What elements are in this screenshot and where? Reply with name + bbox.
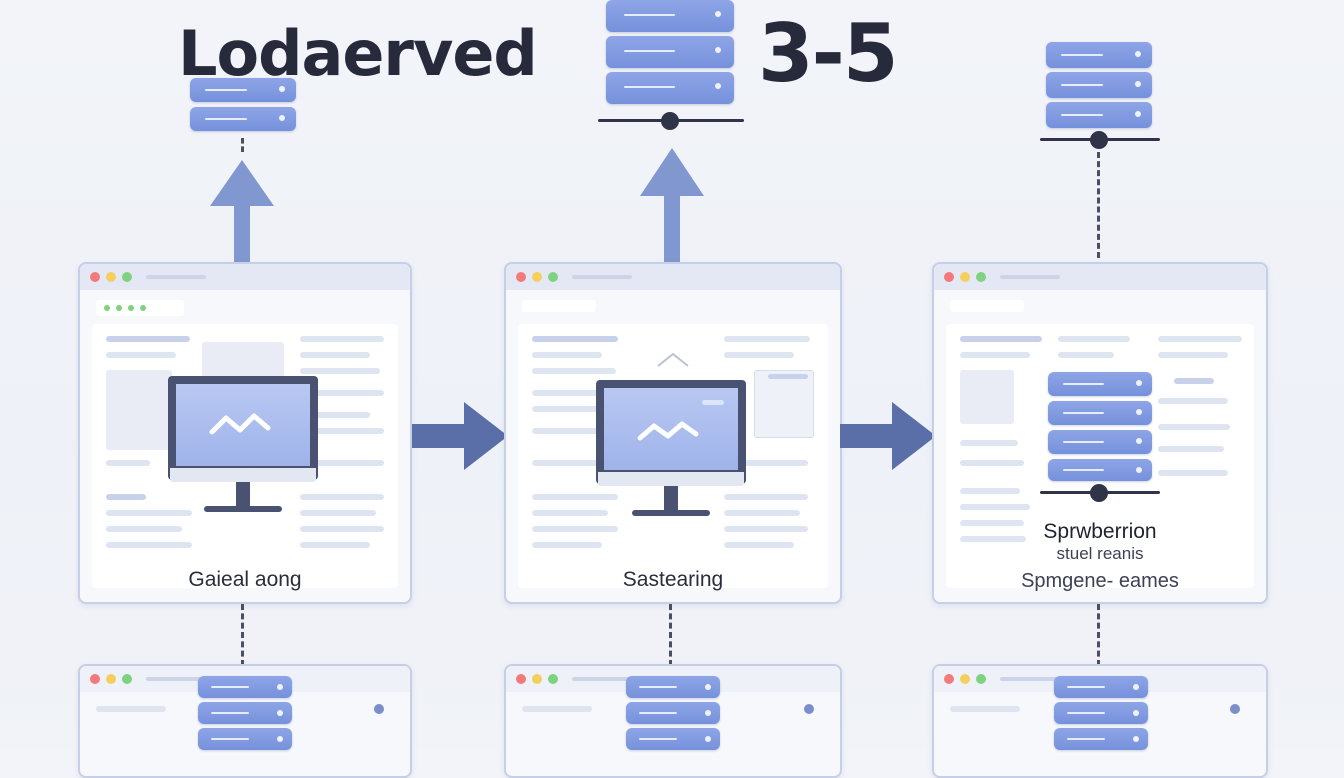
server-stack-icon (190, 78, 296, 132)
dashed-connector (1097, 152, 1100, 258)
server-stack-icon (606, 0, 734, 104)
monitor-chart-icon (168, 376, 318, 516)
diagram-title-number: 3-5 (758, 7, 899, 100)
panel-caption: Gaieal aong (188, 568, 302, 591)
dashed-connector (669, 604, 672, 666)
arrow-up-icon (638, 148, 706, 262)
server-stack-icon (1046, 42, 1152, 128)
zigzag-chart-icon (209, 413, 271, 435)
server-stack-icon (626, 676, 720, 756)
arrow-right-icon (412, 402, 508, 470)
panel-caption: Sastearing (622, 568, 724, 591)
zigzag-chart-icon (637, 421, 699, 441)
panel-caption-sub: Spmgene- eames (1021, 570, 1179, 592)
arrow-up-icon (210, 160, 274, 262)
arrow-right-icon (840, 402, 936, 470)
dashed-connector (1097, 604, 1100, 666)
dashed-connector (241, 138, 244, 152)
server-stack-icon (1054, 676, 1148, 756)
diagram-title: Lodaerved (178, 17, 538, 90)
server-stack-icon (198, 676, 292, 756)
panel-caption-small: stuel reanis (1056, 544, 1144, 563)
network-node (1090, 484, 1108, 502)
network-node (1090, 131, 1108, 149)
dashed-connector (241, 604, 244, 666)
monitor-chart-icon (596, 380, 746, 520)
caret-up-icon (657, 352, 689, 367)
server-stack-icon (1048, 372, 1152, 482)
panel-caption-title: Sprwberrion (1043, 520, 1157, 543)
network-node (661, 112, 679, 130)
